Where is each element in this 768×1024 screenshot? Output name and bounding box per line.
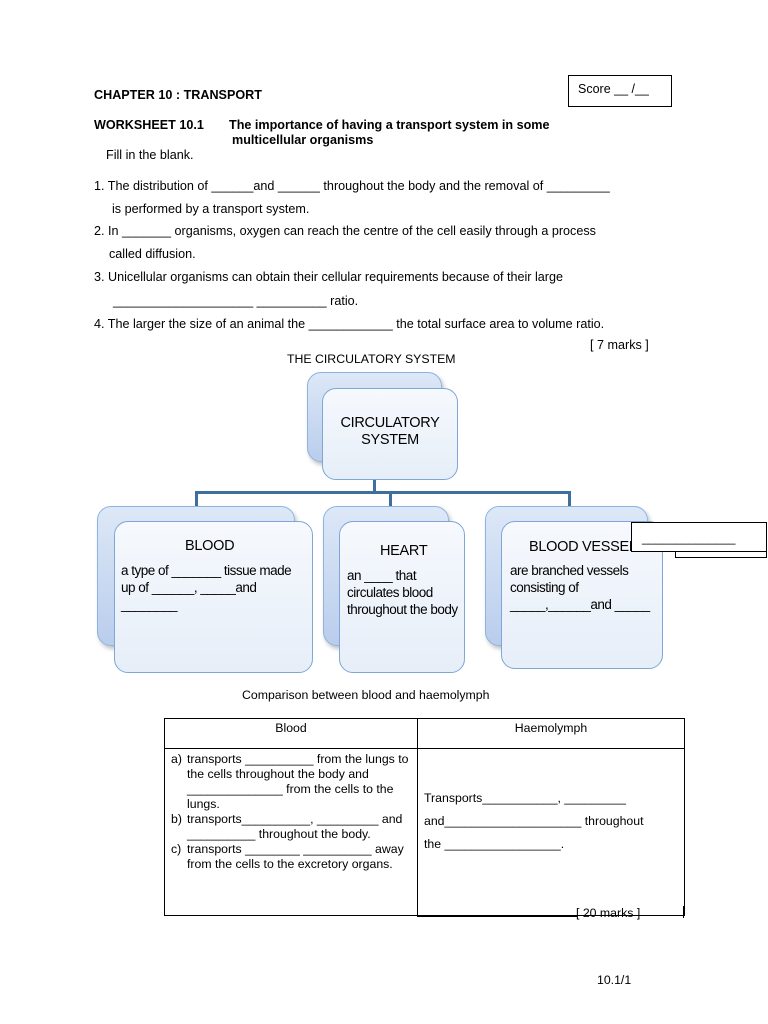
question-2-line2: called diffusion. <box>109 247 196 261</box>
question-4-line1: 4. The larger the size of an animal the … <box>94 317 605 331</box>
question-3-line2: ____________________ __________ ratio. <box>113 294 359 308</box>
chapter-title: CHAPTER 10 : TRANSPORT <box>94 88 262 102</box>
vessel-title: BLOOD VESSEL <box>529 539 637 555</box>
callout-blank: ______________ <box>642 531 736 545</box>
worksheet-label: WORKSHEET 10.1 <box>94 118 204 132</box>
root-node-line2: SYSTEM <box>361 432 419 448</box>
blood-item-a: a) transports __________ from the lungs … <box>171 752 409 811</box>
question-2-line1: 2. In _______ organisms, oxygen can reac… <box>94 224 596 238</box>
marks-label: [ 7 marks ] <box>590 338 649 352</box>
worksheet-title-line2: multicellular organisms <box>232 133 374 147</box>
callout-shadow <box>675 552 767 558</box>
heart-text: an ____ that circulates blood throughout… <box>347 568 458 617</box>
haemolymph-cell: Transports___________, _________ and____… <box>417 748 685 916</box>
blood-item-b: b) transports__________, _________ and _… <box>171 812 403 841</box>
heart-title: HEART <box>380 543 428 559</box>
blood-title: BLOOD <box>185 538 235 554</box>
heart-node: HEART an ____ that circulates blood thro… <box>339 521 465 673</box>
connector-horizontal <box>195 491 570 494</box>
marks-underline <box>417 916 577 917</box>
haemolymph-line3: the _________________. <box>424 837 565 851</box>
question-3-line1: 3. Unicellular organisms can obtain thei… <box>94 270 564 284</box>
vessel-text: are branched vessels consisting of _____… <box>510 563 650 612</box>
blood-cell: a) transports __________ from the lungs … <box>164 748 418 916</box>
table-end-tick <box>683 906 684 918</box>
comparison-heading: Comparison between blood and haemolymph <box>242 688 490 702</box>
connector-root <box>373 480 376 493</box>
blood-node: BLOOD a type of _______ tissue made up o… <box>114 521 313 673</box>
diagram-heading: THE CIRCULATORY SYSTEM <box>287 352 456 366</box>
instruction: Fill in the blank. <box>106 148 194 162</box>
column-header-haemolymph: Haemolymph <box>417 718 685 749</box>
total-marks-label: [ 20 marks ] <box>576 906 641 920</box>
column-header-blood: Blood <box>164 718 418 749</box>
blood-item-c: c) transports ________ __________ away f… <box>171 842 404 871</box>
callout-box: ______________ <box>631 522 767 552</box>
score-box: Score __ /__ <box>568 75 672 107</box>
question-1-line2: is performed by a transport system. <box>112 202 310 216</box>
page-number: 10.1/1 <box>597 973 632 987</box>
worksheet-title-line1: The importance of having a transport sys… <box>229 118 550 132</box>
comparison-table: Blood Haemolymph a) transports _________… <box>164 718 685 916</box>
haemolymph-line2: and____________________ throughout <box>424 814 644 828</box>
root-node: CIRCULATORY SYSTEM <box>322 388 458 480</box>
haemolymph-line1: Transports___________, _________ <box>424 791 626 805</box>
root-node-line1: CIRCULATORY <box>340 415 440 431</box>
blood-text: a type of _______ tissue made up of ____… <box>121 563 292 612</box>
question-1-line1: 1. The distribution of ______and ______ … <box>94 179 610 193</box>
